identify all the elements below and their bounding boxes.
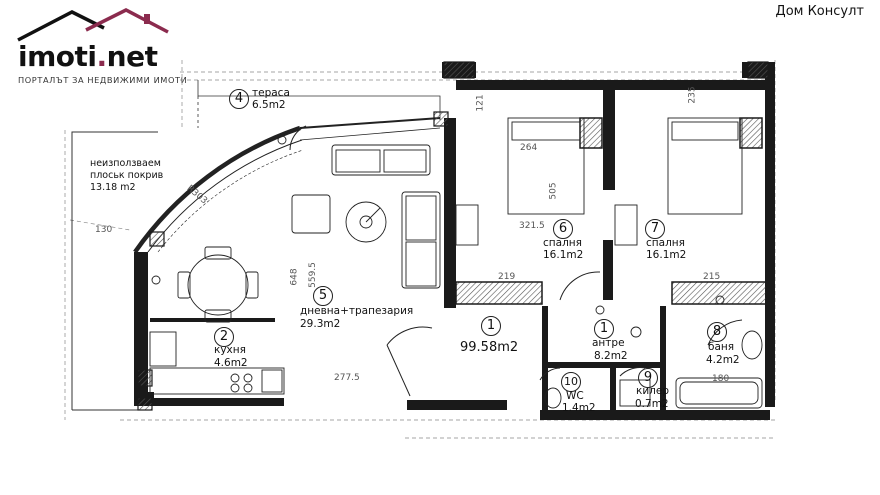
room-number-terrace: 4: [229, 89, 249, 109]
dimension-label: 559.5: [307, 262, 318, 288]
terrace-outline: [197, 80, 441, 128]
logo-wordmark: imoti.net: [18, 40, 158, 73]
vent-markers: [151, 135, 725, 338]
dimension-label: 321.5: [519, 221, 545, 231]
room-name-unused-roof-1: неизползваем: [90, 158, 161, 169]
dimension-label: 505: [548, 182, 559, 200]
room-name-wc: WC: [566, 390, 584, 402]
doors: [289, 125, 743, 397]
room-number-kitchen: 2: [214, 327, 234, 347]
room-area-bedroom-2: 16.1m2: [646, 249, 687, 261]
unused-roof-outline: [71, 131, 158, 411]
logo-text-main: imoti: [18, 40, 97, 73]
room-number-living: 5: [313, 286, 333, 306]
room-area-living: 29.3m2: [300, 318, 341, 330]
dimension-label: 235: [687, 86, 698, 104]
room-name-closet: килер: [636, 385, 670, 397]
room-name-kitchen: кухня: [214, 344, 246, 356]
room-name-bathroom: баня: [708, 341, 735, 353]
hatched-wall-blocks: [137, 61, 769, 411]
room-area-closet: 0.7m2: [635, 398, 669, 410]
room-name-bedroom-2: спалня: [646, 237, 685, 249]
total-area: 99.58m2: [460, 340, 519, 355]
room-number-bathroom: 8: [707, 322, 727, 342]
room-area-kitchen: 4.6m2: [214, 357, 248, 369]
dimension-label: 219: [498, 272, 516, 282]
room-number-bedroom-1: 6: [553, 219, 573, 239]
logo-tagline: ПОРТАЛЪТ ЗА НЕДВИЖИМИ ИМОТИ: [18, 75, 188, 85]
room-name-living: дневна+трапезария: [300, 305, 414, 317]
dimension-label: 648: [289, 268, 300, 286]
room-name-hall: антре: [592, 337, 625, 349]
room-number-wc: 10: [561, 372, 581, 392]
dimension-label: 121: [475, 94, 486, 112]
site-logo[interactable]: imoti.net ПОРТАЛЪТ ЗА НЕДВИЖИМИ ИМОТИ: [8, 6, 187, 86]
room-area-unused-roof: 13.18 m2: [90, 182, 136, 193]
room-area-bathroom: 4.2m2: [706, 354, 740, 366]
curved-glazing: [133, 117, 441, 254]
room-area-terrace: 6.5m2: [252, 99, 286, 111]
room-area-bedroom-1: 16.1m2: [543, 249, 584, 261]
dimension-label: 215: [703, 272, 721, 282]
dimension-label: 277.5: [334, 373, 360, 383]
room-number-bedroom-2: 7: [645, 219, 665, 239]
furniture: [149, 117, 763, 409]
agency-name: Дом Консулт: [775, 4, 864, 19]
total-area-number: 1: [481, 316, 501, 336]
room-name-terrace: тераса: [252, 87, 290, 99]
room-name-bedroom-1: спалня: [543, 237, 582, 249]
dimension-label: 264: [520, 143, 538, 153]
walls: [134, 62, 775, 420]
dimension-label: 180: [712, 374, 730, 384]
house-roof-icon: [17, 8, 169, 42]
room-name-unused-roof-2: плоськ покрив: [90, 170, 164, 181]
logo-text-suffix: net: [106, 40, 158, 73]
room-area-hall: 8.2m2: [594, 350, 628, 362]
logo-text-dot: .: [96, 40, 108, 73]
room-area-wc: 1.4m2: [562, 402, 596, 414]
room-number-hall: 1: [594, 319, 614, 339]
dimension-label: 130: [95, 225, 113, 235]
room-number-closet: 9: [638, 368, 658, 388]
